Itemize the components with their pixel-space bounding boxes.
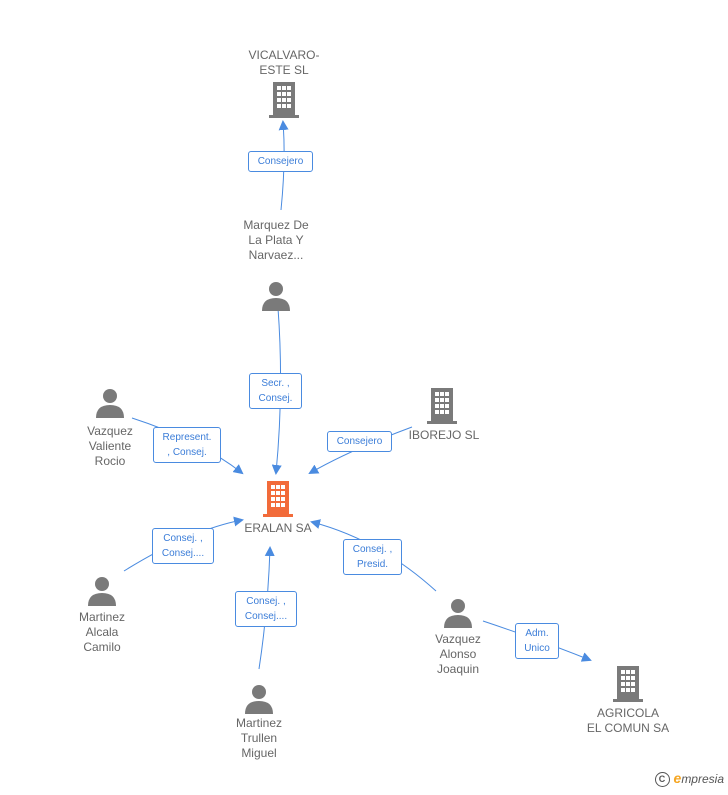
role-label[interactable]: Consejero (327, 431, 392, 452)
node-martinez-alcala[interactable]: Martinez Alcala Camilo (52, 576, 152, 655)
building-icon (269, 82, 299, 118)
person-icon (444, 599, 472, 628)
node-vicalvaro[interactable]: VICALVARO- ESTE SL (232, 48, 336, 118)
person-icon (262, 282, 290, 311)
role-label[interactable]: Secr. , Consej. (249, 373, 302, 409)
building-icon (427, 388, 457, 424)
role-label[interactable]: Consej. , Presid. (343, 539, 402, 575)
person-icon (96, 389, 124, 418)
company-label: VICALVARO- ESTE SL (248, 48, 320, 77)
person-icon (245, 685, 273, 714)
logo-text: mpresia (681, 771, 724, 786)
person-label: Vazquez Alonso Joaquin (435, 632, 481, 676)
role-label[interactable]: Consej. , Consej.... (235, 591, 297, 627)
person-icon (88, 577, 116, 606)
node-agricola[interactable]: AGRICOLA EL COMUN SA (572, 666, 684, 736)
logo-e: e (673, 769, 682, 786)
node-iborejo-label: IBOREJO SL (404, 428, 484, 443)
person-label: Vazquez Valiente Rocio (87, 424, 133, 468)
node-eralan[interactable]: ERALAN SA (226, 481, 330, 536)
company-label: ERALAN SA (244, 521, 312, 535)
person-label: Marquez De La Plata Y Narvaez... (243, 218, 309, 262)
person-label: Martinez Alcala Camilo (78, 610, 125, 654)
node-vazquez-valiente[interactable]: Vazquez Valiente Rocio (60, 388, 160, 469)
building-icon (613, 666, 643, 702)
node-iborejo[interactable] (400, 388, 510, 424)
building-icon (263, 481, 293, 517)
company-label: AGRICOLA EL COMUN SA (586, 706, 670, 735)
node-marquez[interactable]: Marquez De La Plata Y Narvaez... (226, 218, 326, 311)
person-label: Martinez Trullen Miguel (235, 716, 282, 760)
company-label: IBOREJO SL (408, 428, 480, 442)
node-martinez-trullen[interactable]: Martinez Trullen Miguel (209, 684, 309, 761)
copyright-icon: C (654, 772, 670, 787)
role-label[interactable]: Represent. , Consej. (153, 427, 221, 463)
role-label[interactable]: Adm. Unico (515, 623, 559, 659)
role-label[interactable]: Consej. , Consej.... (152, 528, 214, 564)
node-vazquez-alonso[interactable]: Vazquez Alonso Joaquin (408, 598, 508, 677)
role-label[interactable]: Consejero (248, 151, 313, 172)
